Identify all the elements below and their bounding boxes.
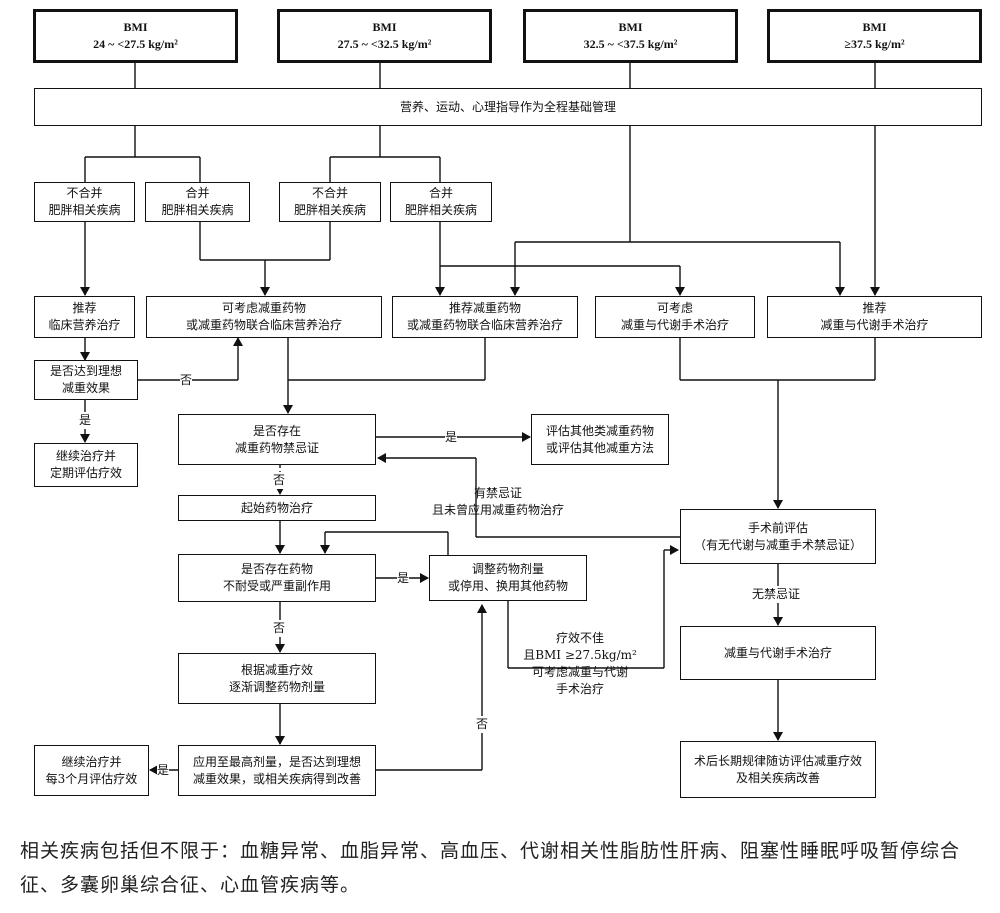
bmi-box-4: BMI ≥37.5 kg/m² xyxy=(767,9,982,63)
recommend-clinical-nutrition-box: 推荐 临床营养治疗 xyxy=(34,296,135,338)
pre-surgery-evaluation-box: 手术前评估 （有无代谢与减重手术禁忌证） xyxy=(680,509,876,564)
no-comorbidity-box-1: 不合并 肥胖相关疾病 xyxy=(34,182,135,222)
no-comorbidity-box-2: 不合并 肥胖相关疾病 xyxy=(279,182,381,222)
consider-surgery-box: 可考虑 减重与代谢手术治疗 xyxy=(595,296,755,338)
edge-label-has-contraindication: 有禁忌证 且未曾应用减重药物治疗 xyxy=(432,486,565,517)
base-management-box: 营养、运动、心理指导作为全程基础管理 xyxy=(34,88,982,126)
max-dose-evaluation-box: 应用至最高剂量，是否达到理想 减重效果，或相关疾病得到改善 xyxy=(178,745,376,796)
connector-lines xyxy=(80,61,880,775)
ideal-effect-box: 是否达到理想 减重效果 xyxy=(34,360,138,400)
evaluate-other-methods-box: 评估其他类减重药物 或评估其他减重方法 xyxy=(531,414,669,465)
edge-label-yes-contra: 是 xyxy=(445,429,458,446)
edge-label-yes-ideal: 是 xyxy=(79,412,92,429)
edge-label-no-contra: 否 xyxy=(273,472,286,489)
with-comorbidity-box-1: 合并 肥胖相关疾病 xyxy=(145,182,250,222)
drug-intolerance-box: 是否存在药物 不耐受或严重副作用 xyxy=(178,554,376,602)
edge-label-yes-max: 是 xyxy=(157,762,170,779)
bmi-box-2: BMI 27.5 ~ <32.5 kg/m² xyxy=(277,9,492,63)
with-comorbidity-box-2: 合并 肥胖相关疾病 xyxy=(390,182,492,222)
continue-evaluate-box: 继续治疗并 定期评估疗效 xyxy=(34,443,138,487)
edge-label-no-max: 否 xyxy=(476,716,489,733)
edge-label-poor-effect: 疗效不佳 且BMI ≥27.5kg/m² 可考虑减重与代谢 手术治疗 xyxy=(523,631,637,696)
recommend-weight-loss-drug-box: 推荐减重药物 或减重药物联合临床营养治疗 xyxy=(392,296,578,338)
bmi-box-3: BMI 32.5 ~ <37.5 kg/m² xyxy=(523,9,738,63)
footnote-text: 相关疾病包括但不限于：血糖异常、血脂异常、高血压、代谢相关性脂肪性肝病、阻塞性睡… xyxy=(20,840,961,896)
follow-up-box: 术后长期规律随访评估减重疗效 及相关疾病改善 xyxy=(680,741,876,798)
flowchart: BMI 24 ~ <27.5 kg/m² BMI 27.5 ~ <32.5 kg… xyxy=(33,9,982,798)
adjust-drug-dose-box: 调整药物剂量 或停用、换用其他药物 xyxy=(429,555,587,601)
start-drug-therapy-box: 起始药物治疗 xyxy=(178,495,376,521)
edge-label-no-contraindication: 无禁忌证 xyxy=(752,586,801,603)
gradual-adjust-dose-box: 根据减重疗效 逐渐调整药物剂量 xyxy=(178,653,376,704)
edge-label-no-intolerance: 否 xyxy=(273,620,286,637)
consider-weight-loss-drug-box: 可考虑减重药物 或减重药物联合临床营养治疗 xyxy=(146,296,382,338)
edge-label-yes-intolerance: 是 xyxy=(397,570,410,587)
continue-3-month-box: 继续治疗并 每3个月评估疗效 xyxy=(34,745,149,796)
edge-label-no-ideal: 否 xyxy=(180,372,193,389)
bmi-box-1: BMI 24 ~ <27.5 kg/m² xyxy=(33,9,238,63)
drug-contraindication-box: 是否存在 减重药物禁忌证 xyxy=(178,414,376,465)
surgery-box: 减重与代谢手术治疗 xyxy=(680,626,876,680)
recommend-surgery-box: 推荐 减重与代谢手术治疗 xyxy=(767,296,982,338)
